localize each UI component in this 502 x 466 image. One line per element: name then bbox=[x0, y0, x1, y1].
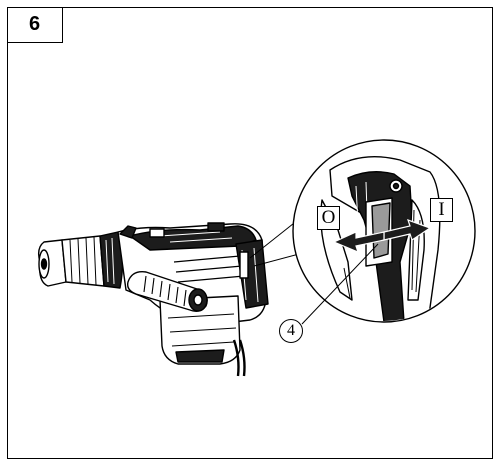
switch-on-label: I bbox=[430, 198, 453, 222]
on-off-switch bbox=[371, 202, 391, 259]
rotary-hammer bbox=[37, 222, 269, 377]
callout-4-leader bbox=[301, 243, 379, 325]
figure-number: 6 bbox=[7, 7, 63, 43]
detail-handle bbox=[320, 155, 441, 321]
switch-off-label: O bbox=[317, 206, 340, 230]
switch-direction-arrows bbox=[332, 219, 432, 254]
callout-number-4: 4 bbox=[279, 319, 303, 343]
figure-frame bbox=[7, 7, 493, 459]
